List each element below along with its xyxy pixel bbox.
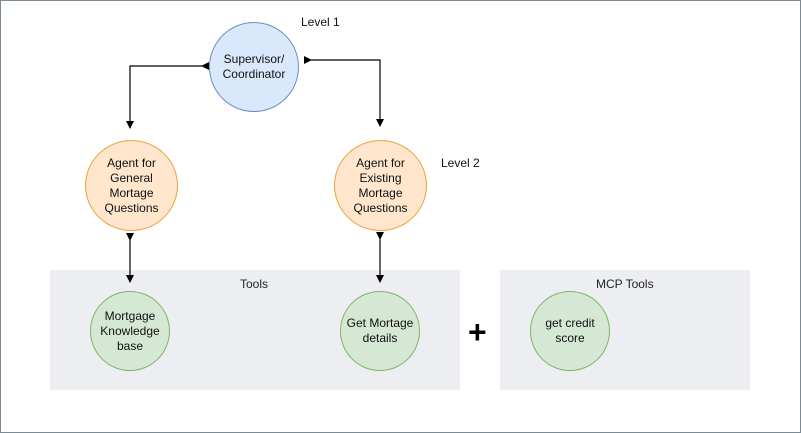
level-1-label: Level 1 xyxy=(301,15,340,29)
agent-general-node: Agent for General Mortage Questions xyxy=(85,140,178,231)
mcp-tools-panel-title: MCP Tools xyxy=(596,277,654,291)
supervisor-node: Supervisor/ Coordinator xyxy=(209,22,299,112)
knowledge-base-node: Mortgage Knowledge base xyxy=(90,291,170,371)
level-2-label: Level 2 xyxy=(441,156,480,170)
credit-score-node: get credit score xyxy=(530,291,610,371)
get-details-node: Get Mortage details xyxy=(340,291,420,371)
plus-icon: + xyxy=(468,314,487,350)
agent-existing-node: Agent for Existing Mortage Questions xyxy=(334,140,427,231)
arrow-supervisor-agent-general xyxy=(126,62,209,129)
arrow-supervisor-agent-existing xyxy=(304,56,384,127)
tools-panel-title: Tools xyxy=(240,277,269,291)
